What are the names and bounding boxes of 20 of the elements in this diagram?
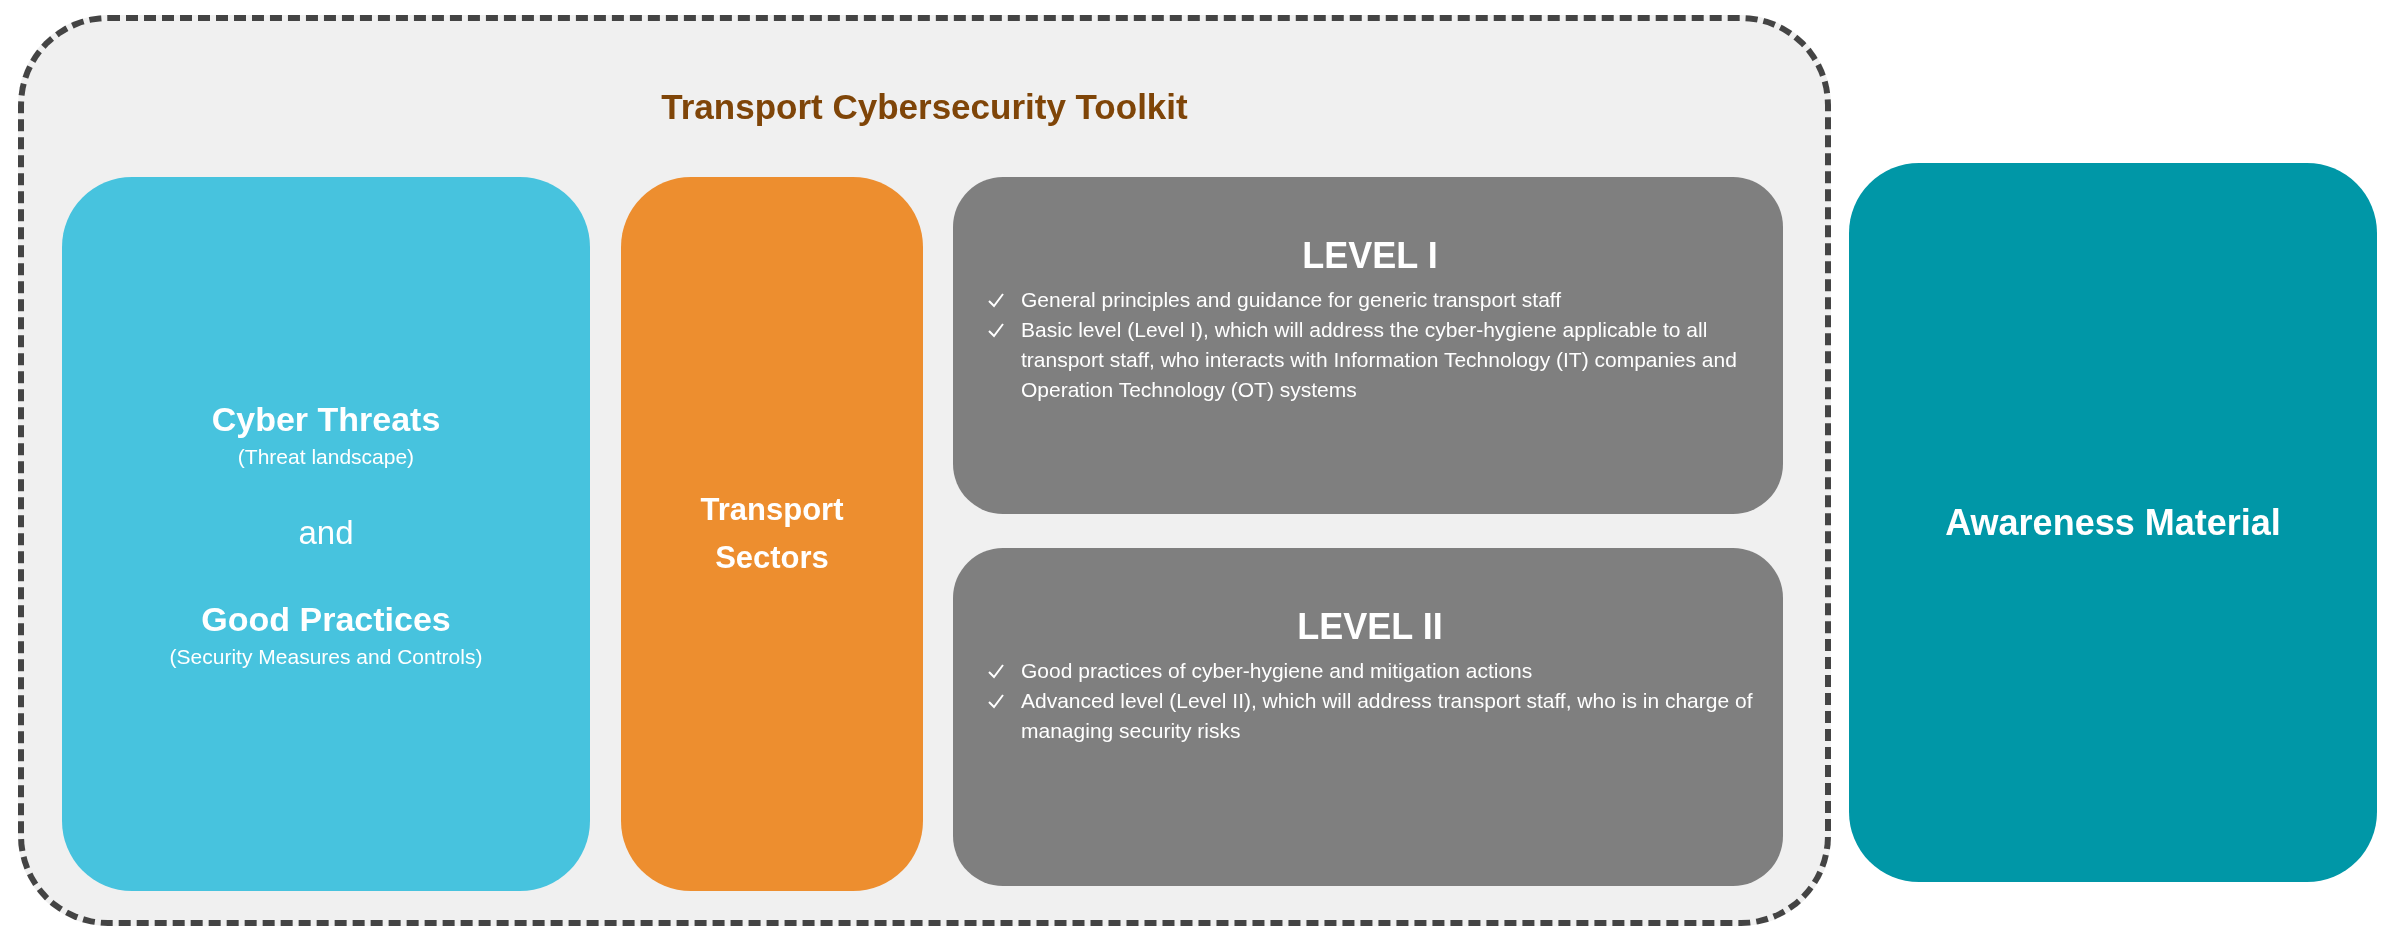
card-heading: Good Practices xyxy=(201,598,451,640)
level-card xyxy=(953,177,1783,514)
card-subtitle: (Threat landscape) xyxy=(237,444,415,470)
card-heading: Transport Sectors xyxy=(699,490,845,577)
bullet-text: Good practices of cyber-hygiene and mitigation actions xyxy=(1021,658,1533,684)
card-heading: Awareness Material xyxy=(1945,500,2281,545)
level-card xyxy=(953,548,1783,886)
card-heading: Cyber Threats xyxy=(211,399,441,440)
panel-title: Transport Cybersecurity Toolkit xyxy=(660,87,1189,127)
card-heading: LEVEL II xyxy=(1296,606,1444,648)
bullet-text: General principles and guidance for generic transport staff xyxy=(1021,287,1562,313)
sector-card xyxy=(621,177,923,891)
card-subtitle: (Security Measures and Controls) xyxy=(169,643,483,669)
card-heading: LEVEL I xyxy=(1301,235,1439,277)
bullet-text: Basic level (Level I), which will address the cyber-hygiene applicable to all transport staff, who interacts with Information Technology (IT) companies and Operation Technology (OT) systems xyxy=(1021,317,1738,403)
connector-word: and xyxy=(298,513,354,553)
toolkit-panel xyxy=(18,15,1831,926)
awareness-card xyxy=(1849,163,2377,882)
bullet-text: Advanced level (Level II), which will address transport staff, who is in charge of managing security risks xyxy=(1021,688,1753,744)
topic-card xyxy=(62,177,590,891)
